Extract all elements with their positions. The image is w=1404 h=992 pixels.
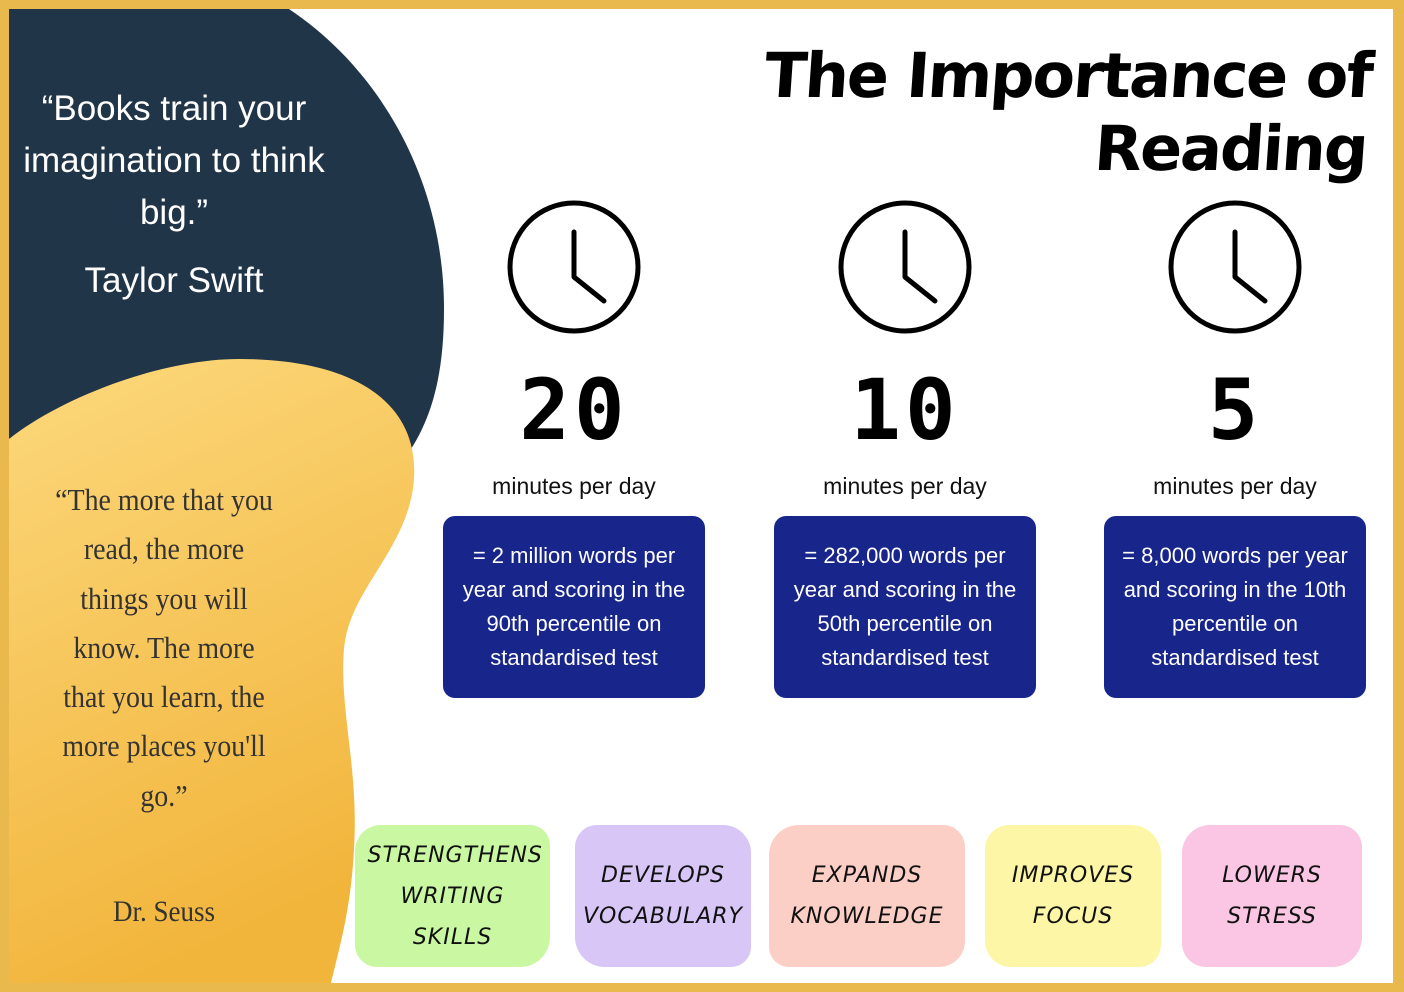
minutes-value: 10: [850, 361, 960, 459]
benefit-knowledge: EXPANDS KNOWLEDGE: [769, 825, 965, 967]
clock-icon: [507, 200, 641, 334]
stat-column-20: 20 minutes per day = 2 million words per…: [443, 199, 705, 698]
benefit-label: DEVELOPS VOCABULARY: [582, 863, 743, 929]
benefit-vocabulary: DEVELOPS VOCABULARY: [575, 825, 751, 967]
stat-column-5: 5 minutes per day = 8,000 words per year…: [1104, 199, 1366, 698]
quote-top-author: Taylor Swift: [84, 261, 264, 300]
minutes-unit: minutes per day: [1153, 473, 1317, 499]
minutes-unit: minutes per day: [492, 473, 656, 499]
poster: The Importance of Reading “Books train y…: [9, 9, 1393, 983]
benefit-stress: LOWERS STRESS: [1182, 825, 1362, 967]
page-title: The Importance of Reading: [762, 39, 1375, 185]
yellow-blob: [9, 359, 415, 983]
minutes-unit: minutes per day: [823, 473, 987, 499]
benefit-label: STRENGTHENS WRITING SKILLS: [367, 842, 543, 950]
benefit-label: LOWERS STRESS: [1222, 863, 1322, 929]
quote-bottom-author: Dr. Seuss: [112, 895, 216, 928]
stat-box: = 282,000 words per year and scoring in …: [774, 516, 1036, 698]
clock-icon: [1168, 200, 1302, 334]
stat-column-10: 10 minutes per day = 282,000 words per y…: [774, 199, 1036, 698]
benefit-focus: IMPROVES FOCUS: [985, 825, 1161, 967]
stat-detail: = 8,000 words per year and scoring in th…: [1122, 543, 1348, 670]
stat-box: = 8,000 words per year and scoring in th…: [1104, 516, 1366, 698]
minutes-value: 20: [519, 361, 629, 459]
benefit-writing-skills: STRENGTHENS WRITING SKILLS: [355, 825, 550, 967]
minutes-value: 5: [1207, 361, 1263, 459]
quote-bottom: “The more that you read, the more things…: [55, 482, 273, 813]
stat-box: = 2 million words per year and scoring i…: [443, 516, 705, 698]
benefit-label: IMPROVES FOCUS: [1011, 863, 1135, 929]
quote-top: “Books train your imagination to think b…: [23, 89, 325, 232]
navy-blob: [9, 9, 444, 459]
benefit-label: EXPANDS KNOWLEDGE: [790, 863, 944, 929]
stat-detail: = 2 million words per year and scoring i…: [462, 543, 686, 670]
clock-icon: [838, 200, 972, 334]
stat-detail: = 282,000 words per year and scoring in …: [793, 543, 1017, 670]
background-blobs: [9, 9, 444, 983]
